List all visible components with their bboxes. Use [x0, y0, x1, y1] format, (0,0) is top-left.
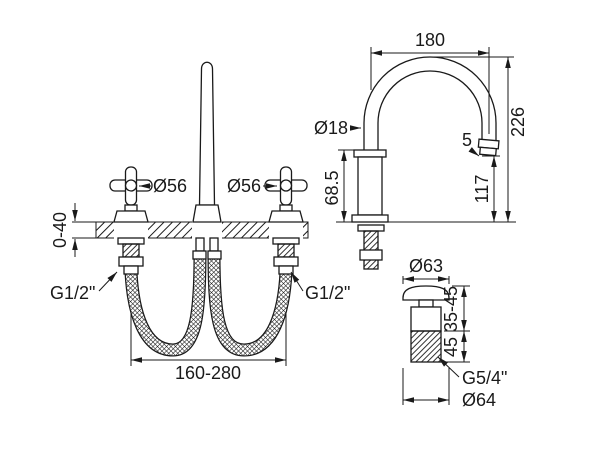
drain-thread — [410, 330, 442, 363]
left-handle — [109, 166, 153, 223]
drain-dimensions: Ø63 35-45 45 G5/4" Ø64 — [402, 256, 507, 410]
dim-drain-thread-length: 45 — [441, 337, 461, 357]
spout-front — [192, 61, 222, 223]
left-valve-tail — [117, 237, 145, 275]
spout-outlet-aerator — [477, 138, 500, 157]
spout-base-column — [351, 149, 389, 223]
dim-deck-thickness: 0-40 — [50, 212, 70, 248]
dim-inlet-thread-left: G1/2" — [50, 283, 95, 303]
dim-body-height: 68.5 — [322, 170, 342, 205]
dim-outlet-angle: 5 — [462, 130, 472, 150]
flex-hose-right — [207, 253, 293, 357]
dim-handle-diameter-right: Ø56 — [227, 176, 261, 196]
side-view-dimensions: 180 Ø18 226 117 5 68.5 — [314, 30, 528, 222]
side-view-tail — [357, 224, 385, 270]
right-handle — [264, 166, 308, 223]
dim-hole-spacing: 160-280 — [175, 363, 241, 383]
flex-hose-left — [124, 253, 207, 357]
drain-view — [402, 285, 450, 363]
spout-tails — [192, 237, 222, 260]
spout-curve — [363, 56, 497, 150]
dim-inlet-thread-right: G1/2" — [305, 283, 350, 303]
dim-drain-base-diameter: Ø64 — [462, 390, 496, 410]
drain-body — [410, 306, 442, 332]
drain-cap — [402, 285, 450, 301]
dim-handle-diameter-left: Ø56 — [153, 176, 187, 196]
dim-drain-cap-diameter: Ø63 — [409, 256, 443, 276]
dim-total-height: 226 — [508, 107, 528, 137]
right-valve-tail — [272, 237, 300, 275]
side-view — [336, 56, 516, 270]
dim-spout-tube-diameter: Ø18 — [314, 118, 348, 138]
front-view — [95, 61, 309, 357]
dim-drain-thread-size: G5/4" — [462, 368, 507, 388]
drain-neck — [418, 299, 434, 308]
dim-spout-reach: 180 — [415, 30, 445, 50]
front-view-dimensions: Ø56 Ø56 0-40 G1/2" G1/2" 160-280 — [50, 176, 350, 383]
dim-drain-cap-height: 35-45 — [441, 286, 461, 332]
dim-outlet-clearance: 117 — [472, 175, 492, 204]
